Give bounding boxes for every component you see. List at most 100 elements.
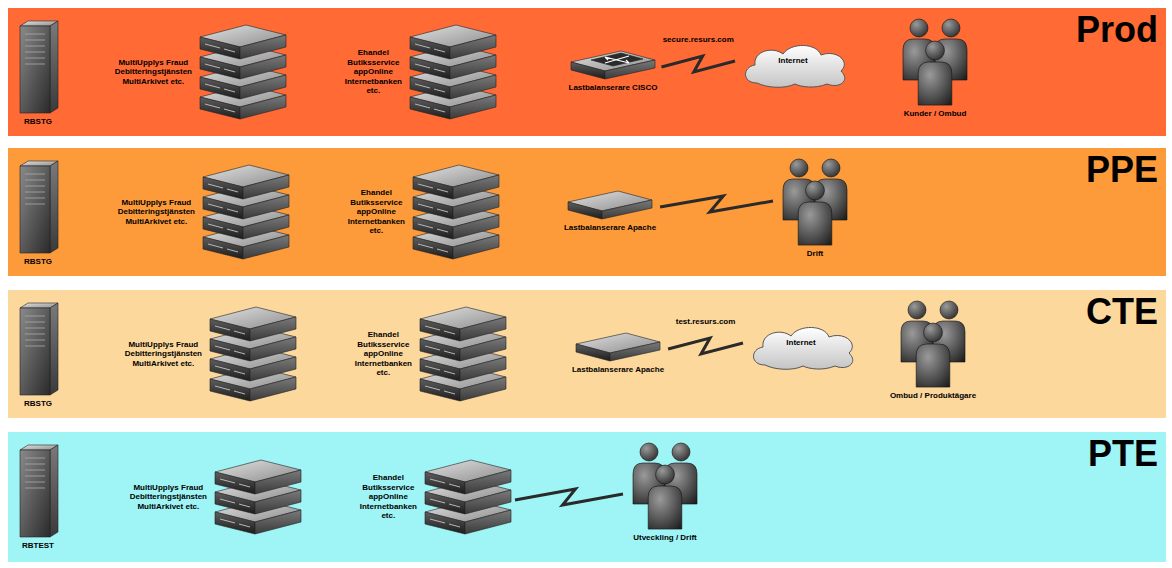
tower-side bbox=[50, 445, 58, 537]
person-head bbox=[656, 465, 675, 484]
server-front bbox=[203, 237, 243, 259]
server-slot bbox=[205, 84, 220, 88]
lightning-connector bbox=[515, 489, 623, 505]
environment-band: PTERBTESTMultiUpplys Fraud Debitteringst… bbox=[8, 432, 1166, 562]
node-label: Ombud / Produktägare bbox=[890, 391, 976, 401]
balancer-side bbox=[602, 200, 652, 219]
tower-node: RBTEST bbox=[16, 442, 60, 551]
server-side bbox=[465, 470, 511, 494]
person-body bbox=[798, 202, 832, 245]
server-side bbox=[240, 95, 286, 119]
server-side bbox=[250, 337, 296, 361]
server-front bbox=[210, 359, 250, 381]
server-slot bbox=[415, 104, 430, 108]
band-title: PPE bbox=[1086, 150, 1158, 190]
server-front bbox=[200, 37, 240, 59]
node-label: MultiUpplys Fraud Debitteringstjänsten M… bbox=[130, 483, 207, 512]
people-icon bbox=[895, 300, 971, 388]
stack-node: MultiUpplys Fraud Debitteringstjänsten M… bbox=[115, 25, 286, 119]
stack-node: Ehandel Butiksservice appOnline Internet… bbox=[360, 460, 511, 534]
server-front bbox=[425, 472, 465, 494]
server-side bbox=[255, 490, 301, 514]
server-slot bbox=[215, 366, 230, 370]
server-slot bbox=[205, 64, 220, 68]
server-front bbox=[425, 492, 465, 514]
server-front bbox=[210, 339, 250, 361]
node-label: RBSTG bbox=[24, 117, 52, 127]
node-label: RBTEST bbox=[22, 541, 54, 551]
server-front bbox=[413, 177, 453, 199]
server-stack-icon bbox=[210, 307, 296, 401]
person-head bbox=[822, 159, 840, 177]
server-front bbox=[413, 197, 453, 219]
server-slot bbox=[425, 366, 440, 370]
server-slot bbox=[220, 479, 235, 483]
server-slot bbox=[227, 229, 238, 232]
tower-slot bbox=[25, 316, 45, 317]
server-side bbox=[460, 337, 506, 361]
node-label: Ehandel Butiksservice appOnline Internet… bbox=[355, 330, 412, 378]
tower-slot bbox=[25, 476, 45, 477]
server-slot bbox=[418, 204, 433, 208]
server-slot bbox=[415, 84, 430, 88]
balancer-side bbox=[610, 342, 660, 361]
server-side bbox=[450, 75, 496, 99]
lb-node: Lastbalanserare Apache bbox=[572, 330, 664, 375]
people-icon bbox=[777, 158, 853, 246]
tower-slot bbox=[25, 34, 45, 35]
server-side bbox=[450, 35, 496, 59]
server-slot bbox=[444, 351, 455, 354]
server-slot bbox=[208, 224, 223, 228]
server-front bbox=[203, 197, 243, 219]
person-head bbox=[910, 19, 928, 37]
server-side bbox=[255, 470, 301, 494]
node-label: Internet bbox=[747, 338, 855, 348]
stack-node: MultiUpplys Fraud Debitteringstjänsten M… bbox=[125, 307, 296, 401]
server-front bbox=[200, 97, 240, 119]
tower-slot bbox=[25, 180, 45, 181]
balancer-front bbox=[571, 62, 605, 79]
person-head bbox=[926, 41, 945, 60]
server-slot bbox=[449, 484, 460, 487]
server-slot bbox=[444, 371, 455, 374]
tower-server-icon bbox=[16, 442, 60, 538]
server-side bbox=[460, 317, 506, 341]
tower-node: RBSTG bbox=[16, 300, 60, 409]
server-side bbox=[240, 35, 286, 59]
server-side bbox=[240, 55, 286, 79]
tower-slot bbox=[25, 464, 45, 465]
server-slot bbox=[239, 484, 250, 487]
node-label: Kunder / Ombud bbox=[904, 109, 967, 119]
environment-band: PPERBSTGMultiUpplys Fraud Debitteringstj… bbox=[8, 148, 1166, 276]
server-slot bbox=[425, 346, 440, 350]
server-slot bbox=[434, 89, 445, 92]
server-side bbox=[453, 175, 499, 199]
tower-slot bbox=[25, 322, 45, 323]
server-front bbox=[420, 359, 460, 381]
environment-band: ProdRBSTGMultiUpplys Fraud Debitteringst… bbox=[8, 8, 1166, 136]
tower-slot bbox=[25, 328, 45, 329]
server-slot bbox=[434, 109, 445, 112]
server-slot bbox=[215, 386, 230, 390]
person-head bbox=[640, 443, 658, 461]
server-side bbox=[460, 357, 506, 381]
node-label: MultiUpplys Fraud Debitteringstjänsten M… bbox=[118, 198, 195, 227]
lightning-connector bbox=[668, 338, 743, 354]
person-head bbox=[924, 323, 943, 342]
tower-front bbox=[20, 26, 50, 113]
server-slot bbox=[239, 524, 250, 527]
server-slot bbox=[239, 504, 250, 507]
server-slot bbox=[449, 504, 460, 507]
person-body bbox=[648, 486, 682, 529]
server-slot bbox=[234, 351, 245, 354]
server-side bbox=[243, 215, 289, 239]
server-slot bbox=[418, 184, 433, 188]
server-slot bbox=[227, 189, 238, 192]
tower-side bbox=[50, 161, 58, 253]
server-slot bbox=[434, 69, 445, 72]
environment-band: CTERBSTGMultiUpplys Fraud Debitteringstj… bbox=[8, 290, 1166, 418]
server-side bbox=[250, 357, 296, 381]
server-slot bbox=[444, 331, 455, 334]
tower-node: RBSTG bbox=[16, 18, 60, 127]
